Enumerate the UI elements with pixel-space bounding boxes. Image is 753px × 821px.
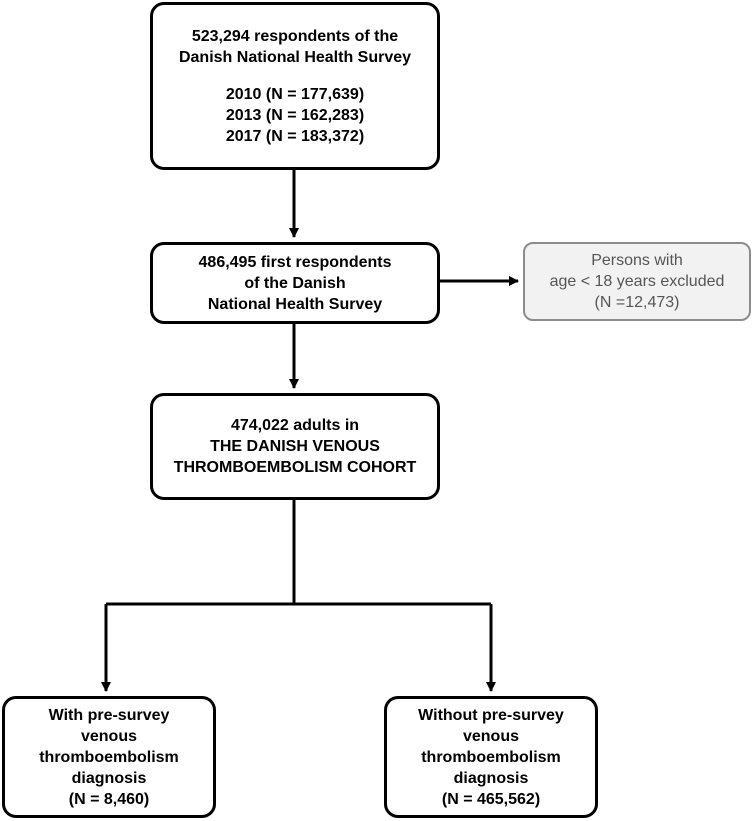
first-respondents-line-3: National Health Survey (207, 295, 383, 313)
with-line-2: venous (80, 727, 137, 745)
without-count: (N = 465,562) (441, 790, 541, 808)
excluded-line-2: age < 18 years excluded (549, 273, 725, 290)
survey-year-2010: 2010 (N = 177,639) (225, 85, 365, 103)
first-respondents-line-1: 486,495 first respondents (198, 253, 392, 271)
with-line-4: diagnosis (71, 769, 147, 787)
survey-respondents-box: 523,294 respondents of the Danish Nation… (150, 2, 440, 170)
survey-respondents-line-1: 523,294 respondents of the (191, 27, 399, 45)
first-respondents-line-2: of the Danish (244, 274, 346, 292)
first-respondents-box: 486,495 first respondents of the Danish … (150, 242, 440, 324)
with-pre-survey-vte-box: With pre-survey venous thromboembolism d… (2, 696, 216, 818)
without-pre-survey-vte-box: Without pre-survey venous thromboembolis… (384, 696, 598, 818)
without-line-4: diagnosis (453, 769, 529, 787)
with-line-3: thromboembolism (39, 748, 179, 766)
cohort-box: 474,022 adults in THE DANISH VENOUS THRO… (150, 393, 440, 500)
survey-year-2013: 2013 (N = 162,283) (225, 106, 365, 124)
without-line-3: thromboembolism (421, 748, 561, 766)
without-line-2: venous (462, 727, 519, 745)
excluded-minors-box: Persons with age < 18 years excluded (N … (523, 242, 751, 321)
without-line-1: Without pre-survey (418, 706, 564, 724)
survey-year-2017: 2017 (N = 183,372) (225, 127, 365, 145)
with-line-1: With pre-survey (48, 706, 170, 724)
cohort-line-1: 474,022 adults in (230, 417, 360, 434)
survey-respondents-line-2: Danish National Health Survey (178, 48, 412, 66)
cohort-line-2: THE DANISH VENOUS (210, 438, 380, 455)
cohort-line-3: THROMBOEMBOLISM COHORT (173, 459, 417, 476)
with-count: (N = 8,460) (68, 790, 150, 808)
excluded-line-3: (N =12,473) (594, 294, 680, 311)
excluded-line-1: Persons with (591, 252, 683, 269)
